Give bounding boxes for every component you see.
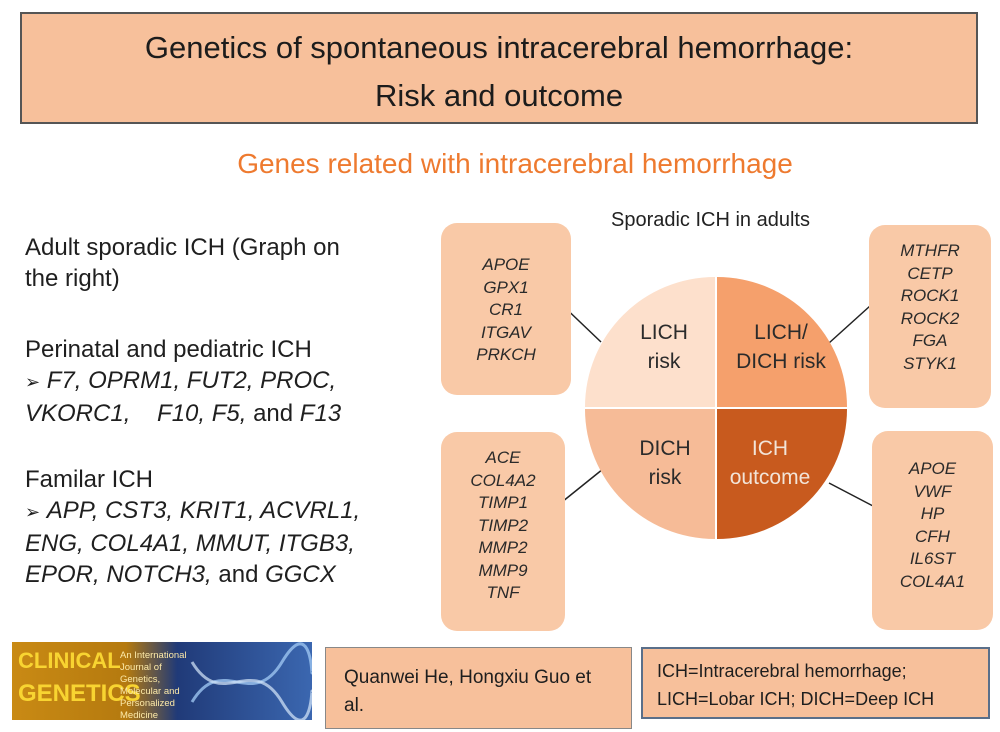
- perinatal-and: and: [253, 400, 294, 427]
- subtitle: Genes related with intracerebral hemorrh…: [237, 148, 793, 179]
- gene-item: IL6ST: [909, 549, 956, 568]
- gene-item: STYK1: [903, 353, 957, 373]
- perinatal-genes-last: F13: [299, 400, 342, 427]
- quadrant-label: DICH: [639, 437, 691, 460]
- familial-genes-line-3: EPOR, NOTCH3,: [25, 561, 212, 588]
- connector-outcome: [828, 482, 874, 507]
- familial-genes-line-1: APP, CST3, KRIT1, ACVRL1,: [46, 497, 361, 524]
- gene-item: CETP: [907, 263, 953, 283]
- diagram-title: Sporadic ICH in adults: [611, 209, 810, 231]
- adult-line-1: Adult sporadic ICH (Graph on: [25, 234, 340, 261]
- familial-genes-line-2: ENG, COL4A1, MMUT, ITGB3,: [25, 530, 355, 557]
- familial-genes-last: GGCX: [265, 561, 336, 588]
- adult-line-2: the right): [25, 265, 120, 292]
- title-line-1: Genetics of spontaneous intracerebral he…: [144, 30, 854, 65]
- quadrant-dich-risk: DICH risk: [585, 409, 715, 539]
- logo-description: An International Journal of Genetics, Mo…: [120, 650, 187, 720]
- dna-helix-icon: [190, 642, 312, 720]
- gene-item: FGA: [912, 331, 948, 350]
- gene-item: COL4A2: [470, 470, 536, 490]
- gene-box-outcome: APOE VWF HP CFH IL6ST COL4A1: [872, 431, 993, 630]
- quadrant-lich-dich-risk: LICH/DICH risk: [717, 277, 847, 407]
- gene-item: CFH: [915, 526, 950, 546]
- gene-box-lich: APOE GPX1 CR1 ITGAV PRKCH: [441, 223, 571, 395]
- adult-sporadic-text: Adult sporadic ICH (Graph on the right): [25, 232, 340, 294]
- abbreviation-line-1: ICH=Intracerebral hemorrhage;: [657, 661, 907, 681]
- connector-lich-dich: [828, 305, 871, 344]
- familial-section: Familar ICH ➢ APP, CST3, KRIT1, ACVRL1, …: [25, 464, 360, 590]
- gene-item: MMP9: [478, 560, 528, 580]
- quadrant-label: ICH: [751, 437, 789, 460]
- gene-item: GPX1: [483, 277, 529, 297]
- quadrant-ich-outcome: ICH outcome: [717, 409, 847, 539]
- gene-item: MTHFR: [900, 241, 960, 260]
- gene-item: APOE: [908, 459, 957, 478]
- gene-item: TIMP2: [477, 515, 529, 535]
- gene-box-dich: ACE COL4A2 TIMP1 TIMP2 MMP2 MMP9 TNF: [441, 432, 565, 631]
- gene-box-lich-dich: MTHFR CETP ROCK1 ROCK2 FGA STYK1: [869, 225, 991, 408]
- quadrant-label: risk: [648, 466, 682, 489]
- familial-heading: Familar ICH: [25, 466, 154, 493]
- abbreviations-box: ICH=Intracerebral hemorrhage; LICH=Lobar…: [641, 647, 990, 719]
- gene-item: HP: [920, 504, 945, 523]
- gene-item: VWF: [913, 481, 952, 501]
- abbreviation-line-2: LICH=Lobar ICH; DICH=Deep ICH: [657, 689, 935, 709]
- gene-item: PRKCH: [476, 345, 536, 364]
- quadrant-label: LICH: [640, 321, 688, 344]
- authors-box: Quanwei He, Hongxiu Guo et al.: [325, 647, 632, 729]
- familial-and: and: [218, 561, 259, 588]
- perinatal-heading: Perinatal and pediatric ICH: [25, 336, 312, 363]
- gene-item: MMP2: [478, 538, 528, 557]
- logo-word-genetics: GENETICS: [18, 680, 141, 707]
- gene-item: ROCK1: [900, 286, 960, 305]
- bullet-arrow-icon: ➢: [25, 372, 41, 392]
- gene-item: TIMP1: [477, 493, 529, 512]
- perinatal-section: Perinatal and pediatric ICH ➢ F7, OPRM1,…: [25, 334, 341, 429]
- bullet-arrow-icon: ➢: [25, 502, 41, 522]
- quadrant-lich-risk: LICH risk: [585, 277, 715, 407]
- title-line-2: Risk and outcome: [374, 78, 624, 113]
- gene-item: ACE: [485, 448, 521, 467]
- logo-word-clinical: CLINICAL: [18, 648, 121, 673]
- gene-item: APOE: [482, 255, 530, 274]
- gene-item: ROCK2: [900, 308, 960, 328]
- journal-logo: CLINICAL GENETICS An International Journ…: [12, 642, 312, 720]
- ich-circle: LICH risk LICH/DICH risk DICH risk ICH outc…: [585, 277, 847, 539]
- gene-item: ITGAV: [480, 322, 532, 342]
- title-banner: Genetics of spontaneous intracerebral he…: [20, 12, 978, 124]
- gene-item: COL4A1: [899, 571, 966, 591]
- quadrant-label: risk: [647, 350, 681, 373]
- quadrant-label: LICH/: [754, 321, 808, 344]
- quadrant-label: DICH risk: [736, 350, 826, 373]
- gene-item: CR1: [488, 300, 523, 319]
- perinatal-genes-line-2: VKORC1, F10, F5,: [25, 400, 247, 427]
- perinatal-genes-line-1: F7, OPRM1, FUT2, PROC,: [46, 367, 337, 394]
- gene-item: TNF: [486, 583, 520, 602]
- quadrant-label: outcome: [729, 466, 811, 489]
